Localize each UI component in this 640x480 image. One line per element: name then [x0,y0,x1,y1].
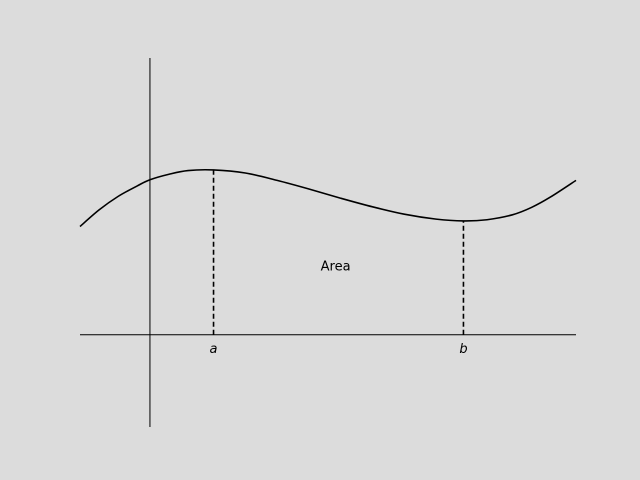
function-curve [79,168,577,228]
bound-label-b: b [459,342,467,357]
bound-label-a: a [210,342,218,357]
area-label: Area [321,259,351,274]
